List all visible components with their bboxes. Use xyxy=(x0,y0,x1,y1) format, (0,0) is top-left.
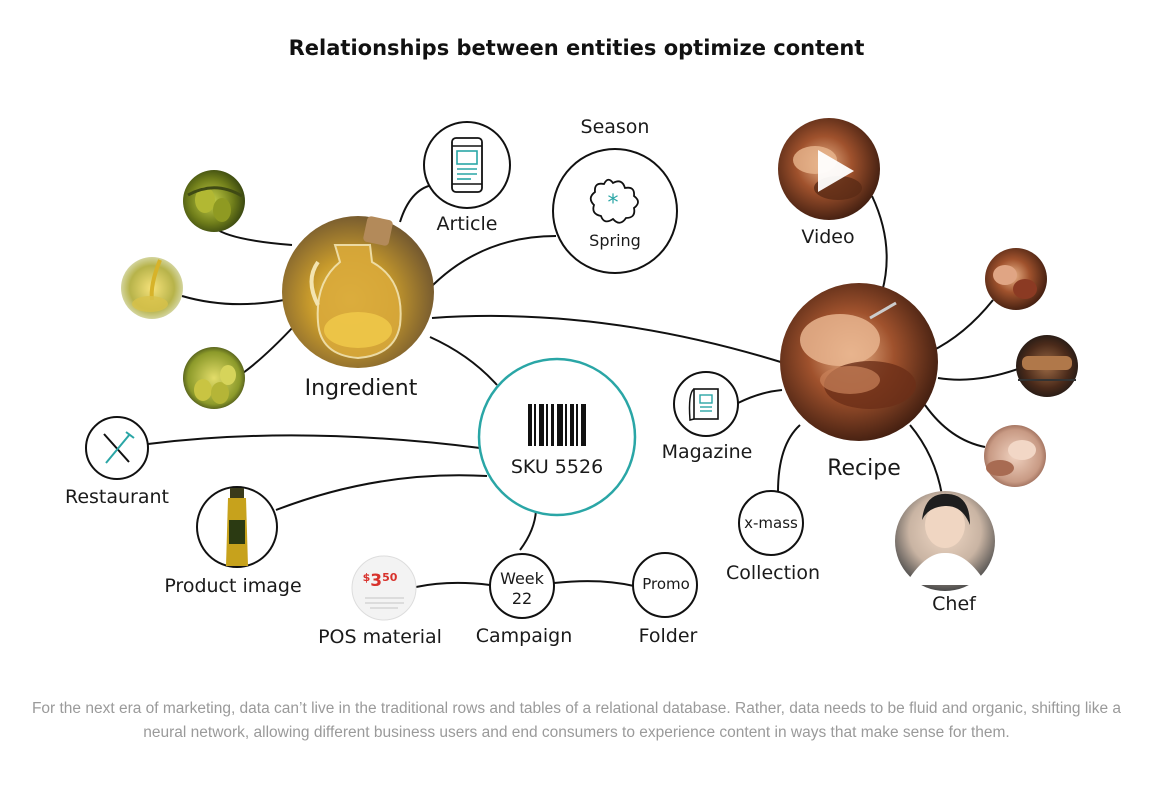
oil-bottle-image xyxy=(226,488,248,566)
product-image-label: Product image xyxy=(164,575,302,597)
video-thumbnail[interactable] xyxy=(778,118,880,220)
link-ingredient-recipe xyxy=(431,314,785,364)
week-number-label: 22 xyxy=(511,589,533,608)
link-ingredient-olive2 xyxy=(181,295,285,306)
hand-sprinkling-image[interactable] xyxy=(984,425,1046,487)
caption-text: For the next era of marketing, data can’… xyxy=(31,700,1122,741)
connector-lines xyxy=(147,184,1019,588)
link-sku-product xyxy=(275,474,488,511)
page-title: Relationships between entities optimize … xyxy=(288,36,865,60)
chef-portrait[interactable] xyxy=(895,491,995,591)
restaurant-node[interactable] xyxy=(85,416,149,480)
link-recipe-meat3 xyxy=(924,404,986,448)
link-recipe-chef xyxy=(909,424,943,496)
pos-price: $350 xyxy=(362,571,398,591)
sku-node[interactable] xyxy=(477,357,637,517)
flower-icon: * xyxy=(589,178,639,224)
ingredient-image[interactable] xyxy=(282,216,434,368)
olives-bowl-image[interactable] xyxy=(183,347,245,409)
pos-price-int: 3 xyxy=(370,571,383,591)
link-ingredient-olive3 xyxy=(239,324,296,376)
link-campaign-promo xyxy=(553,580,635,587)
link-campaign-pos xyxy=(415,581,491,588)
olive-oil-pour-image[interactable] xyxy=(121,257,183,319)
week-label: Week xyxy=(500,569,544,588)
play-icon xyxy=(818,150,854,192)
article-node[interactable] xyxy=(423,121,511,209)
chef-label: Chef xyxy=(932,593,976,615)
recipe-image[interactable] xyxy=(780,283,938,441)
article-label: Article xyxy=(436,213,498,235)
olive-branch-image[interactable] xyxy=(183,170,245,232)
svg-text:*: * xyxy=(608,191,619,216)
video-label: Video xyxy=(801,226,855,248)
magazine-label: Magazine xyxy=(661,441,753,463)
magazine-node[interactable] xyxy=(673,371,739,437)
product-image-node[interactable] xyxy=(196,486,278,568)
spring-node[interactable]: * xyxy=(552,148,678,274)
link-video-recipe xyxy=(871,195,888,293)
grilled-skewer-image[interactable] xyxy=(1016,335,1078,397)
xmass-label: x-mass xyxy=(744,514,798,532)
xmass-node[interactable] xyxy=(738,490,804,556)
phone-article-icon xyxy=(451,137,483,193)
restaurant-label: Restaurant xyxy=(64,486,170,508)
collection-label: Collection xyxy=(726,562,820,584)
pos-price-dec: 50 xyxy=(382,571,398,584)
link-recipe-magazine xyxy=(737,389,783,404)
campaign-node[interactable] xyxy=(489,553,555,619)
link-ingredient-season xyxy=(427,235,557,291)
sku-label: SKU 5526 xyxy=(510,456,604,478)
folder-label: Folder xyxy=(638,625,698,647)
sausage-slices-image[interactable] xyxy=(985,248,1047,310)
cutlery-icon xyxy=(103,431,135,464)
link-recipe-meat1 xyxy=(929,299,994,353)
link-ingredient-sku xyxy=(429,336,498,386)
link-ingredient-olive1 xyxy=(214,227,293,246)
recipe-label: Recipe xyxy=(827,456,901,481)
spring-label: Spring xyxy=(589,231,641,250)
pos-material-label: POS material xyxy=(318,626,442,648)
promo-label: Promo xyxy=(642,575,690,593)
link-recipe-collection xyxy=(777,424,801,493)
magazine-icon xyxy=(688,388,719,421)
season-label: Season xyxy=(580,116,650,138)
barcode-icon xyxy=(528,404,586,446)
promo-node[interactable] xyxy=(632,552,698,618)
link-sku-restaurant xyxy=(147,434,481,449)
pos-material-node[interactable] xyxy=(351,555,417,621)
link-sku-campaign xyxy=(519,509,537,551)
ingredient-label: Ingredient xyxy=(304,376,418,401)
campaign-label: Campaign xyxy=(475,625,573,647)
link-recipe-meat2 xyxy=(937,368,1019,381)
link-ingredient-article xyxy=(399,184,433,223)
